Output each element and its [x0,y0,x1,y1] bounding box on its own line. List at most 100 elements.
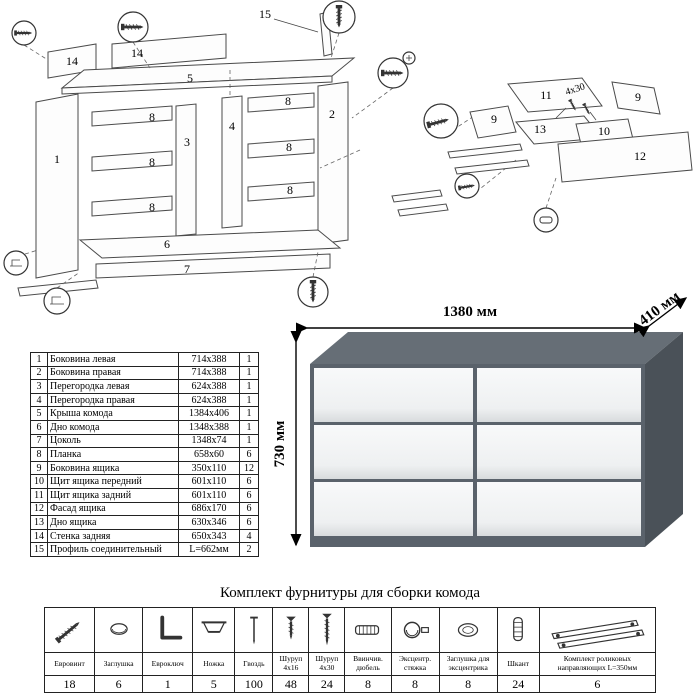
hardware-icon-row [43,607,657,653]
hardware-qty-row: 18 6 1 5 100 48 24 8 8 8 24 6 [43,675,657,693]
hardware-table: Евровинт Заглушка Евроключ Ножка Гвоздь … [43,607,657,693]
drawer-front [314,482,473,536]
part-qty: 1 [239,419,259,435]
part-size: 630x346 [178,515,240,530]
depth-dimension-arrow [636,297,688,338]
callout-dowel-icon [533,207,559,233]
icon-cell [43,607,96,653]
dresser-top-face [310,332,683,364]
icon-cell [390,607,440,653]
hardware-name: Шуруп 4x30 [308,652,346,676]
drawer-front [477,482,641,536]
part-size: 650x343 [178,528,240,544]
diagram-part-label: 2 [329,107,335,121]
hardware-qty: 8 [390,675,440,693]
part-name: Крыша комода [47,406,179,421]
part-name: Боковина левая [47,352,179,367]
part-name: Стенка задняя [47,528,179,544]
part-size: 714x388 [178,365,240,381]
part-size: 350x110 [178,460,240,476]
part-qty: 6 [239,515,259,530]
top-panel-edge [61,75,333,95]
diagram-part-label: 8 [149,200,155,214]
hardware-name: Заглушка [94,652,144,676]
part-num: 10 [30,474,48,489]
hardware-name: Комплект роликовых направляющих L=350мм [538,652,657,676]
part-size: 624x388 [178,379,240,394]
euroscrew-icon [54,622,80,644]
part-size: 601x110 [178,487,240,503]
part-num: 4 [30,392,48,408]
part-name: Боковина ящика [47,460,179,476]
part-size: 1348x388 [178,419,240,435]
diagram-part-label: 14 [66,54,78,68]
hardware-name: Заглушка для эксцентрика [438,652,498,676]
part-qty: 6 [239,487,259,503]
drawer-side-shape [469,105,517,139]
partition-shape [175,103,197,237]
diagram-part-label: 8 [149,155,155,169]
plinth-shape [95,253,331,279]
part-num: 2 [30,365,48,381]
drawer-slides-icon [551,619,645,649]
callout-bracket-icon [3,250,29,276]
part-num: 15 [30,542,48,557]
drawer-front [314,368,473,422]
screw-long-icon [322,613,333,646]
hexkey-icon [160,615,183,640]
hardware-qty: 8 [344,675,392,693]
part-qty: 1 [239,406,259,421]
part-qty: 4 [239,528,259,544]
part-size: 1348x74 [178,433,240,449]
diagram-part-label: 12 [634,149,646,163]
drawer-front [314,425,473,479]
plank-shape [91,105,173,127]
exploded-assembly-diagram: 4x30 [3,0,693,315]
hardware-name: Эксцентр. стяжка [390,652,440,676]
diagram-part-label: 15 [259,7,271,21]
part-name: Дно комода [47,419,179,435]
part-name: Дно ящика [47,515,179,530]
drawer-slide-shape [397,203,449,217]
icon-cell [538,607,657,653]
part-qty: 1 [239,352,259,367]
icon-cell [438,607,498,653]
plank-shape [247,92,315,113]
part-qty: 6 [239,447,259,462]
plank-shape [91,195,173,217]
part-qty: 6 [239,501,259,517]
part-qty: 6 [239,474,259,489]
part-size: 686x170 [178,501,240,517]
dresser-side-face [645,332,683,547]
part-name: Цоколь [47,433,179,449]
part-qty: 1 [239,433,259,449]
diagram-part-label: 8 [149,110,155,124]
icon-cell [192,607,236,653]
hardware-name: Евровинт [43,652,96,676]
hardware-qty: 18 [43,675,96,693]
part-qty: 1 [239,365,259,381]
callout-euroscrew-icon [423,103,459,139]
hardware-qty: 5 [192,675,236,693]
screw-short-icon [286,616,297,640]
part-qty: 1 [239,392,259,408]
part-qty: 12 [239,460,259,476]
callout-screw-vertical-icon [322,0,356,34]
part-name: Перегородка правая [47,392,179,408]
callout-bracket-icon [43,287,71,315]
part-name: Щит ящика передний [47,474,179,489]
hardware-name: Ввинчив. дюбель [344,652,392,676]
plank-shape [91,150,173,172]
